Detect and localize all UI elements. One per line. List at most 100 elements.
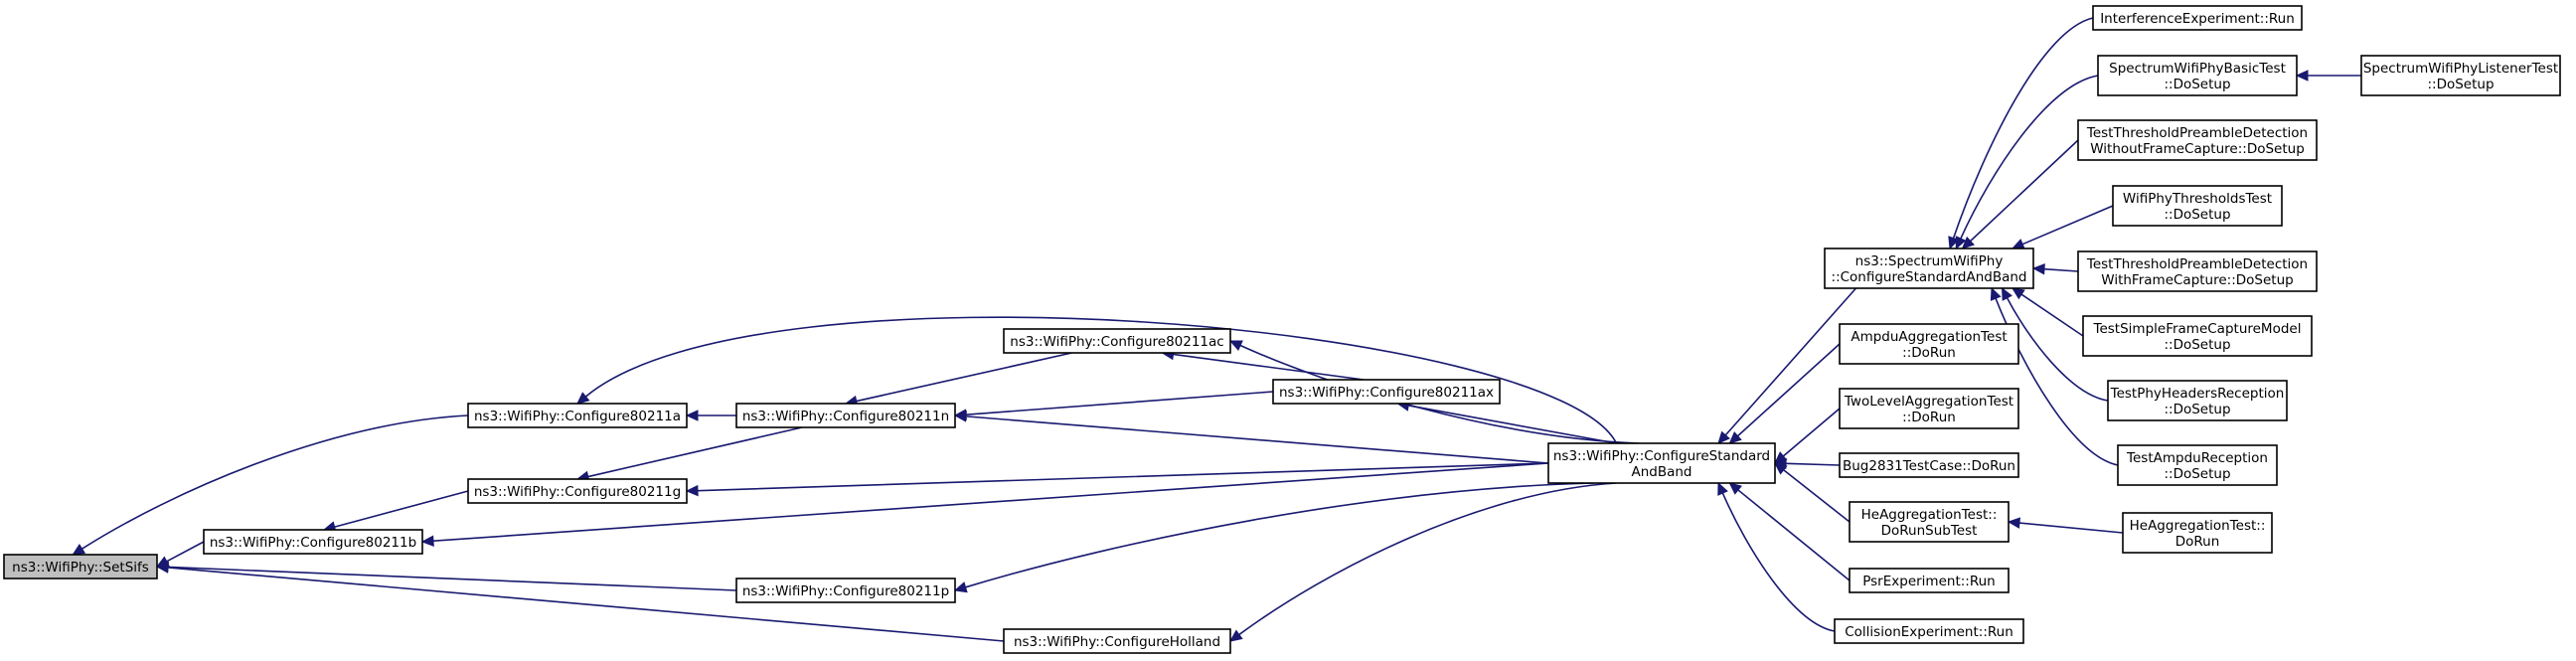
node-ampdu[interactable]: AmpduAggregationTest::DoRun bbox=[1839, 323, 2019, 365]
node-label-ampdureception-line-1: ::DoSetup bbox=[2164, 466, 2230, 482]
node-twolevel[interactable]: TwoLevelAggregationTest::DoRun bbox=[1839, 388, 2019, 429]
node-label-heagg_run-line-0: HeAggregationTest:: bbox=[2130, 518, 2266, 534]
node-label-c80211ac-line-0: ns3::WifiPhy::Configure80211ac bbox=[1010, 334, 1223, 350]
node-label-spectrumbasic-line-1: ::DoSetup bbox=[2164, 77, 2230, 92]
arrowhead-c80211n-to-c80211a bbox=[685, 410, 699, 421]
edge-bug2831-to-csab bbox=[1785, 462, 1841, 466]
node-label-phyheaders-line-0: TestPhyHeadersReception bbox=[2110, 386, 2285, 402]
node-box-heagg_sub bbox=[1849, 501, 2010, 543]
arrowhead-simplecapture-to-spectrum bbox=[2011, 287, 2025, 300]
node-bug2831[interactable]: Bug2831TestCase::DoRun bbox=[1839, 452, 2019, 478]
arrowhead-csab-to-c80211ac bbox=[1228, 340, 1243, 351]
arrowhead-csab-to-c80211n bbox=[953, 411, 967, 422]
arrowhead-csab-to-c80211g bbox=[685, 484, 699, 497]
edge-c80211n-to-c80211g bbox=[587, 426, 803, 478]
node-label-c80211n-line-0: ns3::WifiPhy::Configure80211n bbox=[742, 409, 949, 424]
node-spectrumbasic[interactable]: SpectrumWifiPhyBasicTest::DoSetup bbox=[2097, 55, 2298, 96]
node-c80211ac[interactable]: ns3::WifiPhy::Configure80211ac bbox=[1003, 328, 1231, 354]
node-box-spectrumlistener bbox=[2360, 55, 2561, 96]
edge-ampdu-to-csab bbox=[1737, 343, 1841, 437]
arrowhead-ampdu-to-csab bbox=[1728, 431, 1742, 444]
node-spectrum[interactable]: ns3::SpectrumWifiPhy::ConfigureStandardA… bbox=[1824, 248, 2034, 289]
node-label-tpd_without-line-1: WithoutFrameCapture::DoSetup bbox=[2090, 141, 2305, 157]
node-label-phyheaders-line-1: ::DoSetup bbox=[2164, 402, 2230, 417]
arrowhead-c80211a-to-setsifs bbox=[72, 543, 86, 556]
node-tpd_without[interactable]: TestThresholdPreambleDetectionWithoutFra… bbox=[2077, 119, 2318, 161]
node-label-spectrumlistener-line-1: ::DoSetup bbox=[2427, 77, 2494, 92]
arrowhead-thresholds-to-spectrum bbox=[2011, 239, 2025, 249]
node-label-cholland-line-0: ns3::WifiPhy::ConfigureHolland bbox=[1014, 634, 1220, 650]
node-label-twolevel-line-0: TwoLevelAggregationTest bbox=[1844, 394, 2013, 410]
node-box-twolevel bbox=[1839, 388, 2019, 429]
arrowhead-csab-to-cholland bbox=[1229, 629, 1243, 642]
node-box-interference bbox=[2092, 5, 2303, 31]
node-box-spectrum bbox=[1824, 248, 2034, 289]
node-label-thresholds-line-1: ::DoSetup bbox=[2164, 207, 2230, 223]
node-label-c80211p-line-0: ns3::WifiPhy::Configure80211p bbox=[742, 583, 949, 599]
node-psr[interactable]: PsrExperiment::Run bbox=[1849, 568, 2010, 593]
edge-tpd_with-to-spectrum bbox=[2043, 267, 2079, 272]
node-tpd_with[interactable]: TestThresholdPreambleDetectionWithFrameC… bbox=[2077, 250, 2318, 292]
node-box-simplecapture bbox=[2082, 315, 2313, 357]
node-box-c80211ac bbox=[1003, 328, 1231, 354]
node-simplecapture[interactable]: TestSimpleFrameCaptureModel::DoSetup bbox=[2082, 315, 2313, 357]
edge-c80211p-to-setsifs bbox=[167, 566, 737, 591]
edge-spectrum-to-csab bbox=[1724, 287, 1857, 436]
node-label-csab-line-1: AndBand bbox=[1631, 464, 1691, 480]
node-phyheaders[interactable]: TestPhyHeadersReception::DoSetup bbox=[2107, 380, 2288, 421]
edge-c80211ax-to-c80211n bbox=[965, 391, 1274, 415]
edge-c80211a-to-setsifs bbox=[81, 414, 469, 550]
nodes-layer: ns3::WifiPhy::SetSifsns3::WifiPhy::Confi… bbox=[3, 5, 2561, 654]
node-c80211p[interactable]: ns3::WifiPhy::Configure80211p bbox=[735, 578, 956, 603]
node-thresholds[interactable]: WifiPhyThresholdsTest::DoSetup bbox=[2112, 185, 2283, 227]
node-label-ampdu-line-1: ::DoRun bbox=[1902, 345, 1956, 361]
arrowhead-csab-to-c80211a bbox=[576, 392, 590, 405]
node-box-heagg_run bbox=[2122, 512, 2273, 554]
node-interference[interactable]: InterferenceExperiment::Run bbox=[2092, 5, 2303, 31]
node-box-bug2831 bbox=[1839, 452, 2019, 478]
arrowhead-phyheaders-to-spectrum bbox=[2001, 286, 2012, 301]
node-c80211g[interactable]: ns3::WifiPhy::Configure80211g bbox=[467, 478, 688, 504]
node-box-tpd_without bbox=[2077, 119, 2318, 161]
arrowhead-tpd_without-to-spectrum bbox=[1961, 236, 1975, 249]
node-c80211b[interactable]: ns3::WifiPhy::Configure80211b bbox=[203, 529, 423, 555]
arrowhead-spectrumlistener-to-spectrumbasic bbox=[2295, 70, 2309, 82]
node-c80211ax[interactable]: ns3::WifiPhy::Configure80211ax bbox=[1272, 379, 1501, 405]
node-box-cholland bbox=[1003, 628, 1231, 654]
edge-csab-to-c80211g bbox=[697, 462, 1549, 492]
node-heagg_sub[interactable]: HeAggregationTest::DoRunSubTest bbox=[1849, 501, 2010, 543]
node-label-setsifs-line-0: ns3::WifiPhy::SetSifs bbox=[12, 560, 149, 576]
node-label-interference-line-0: InterferenceExperiment::Run bbox=[2100, 11, 2295, 27]
arrowhead-collision-to-csab bbox=[1717, 481, 1728, 496]
edge-thresholds-to-spectrum bbox=[2021, 205, 2114, 246]
arrowhead-csab-to-c80211p bbox=[953, 581, 968, 593]
node-label-psr-line-0: PsrExperiment::Run bbox=[1862, 574, 1995, 589]
node-label-spectrum-line-0: ns3::SpectrumWifiPhy bbox=[1855, 253, 2004, 269]
edge-heagg_run-to-heagg_sub bbox=[2018, 522, 2124, 534]
node-c80211a[interactable]: ns3::WifiPhy::Configure80211a bbox=[467, 403, 688, 428]
node-collision[interactable]: CollisionExperiment::Run bbox=[1834, 618, 2024, 644]
node-cholland[interactable]: ns3::WifiPhy::ConfigureHolland bbox=[1003, 628, 1231, 654]
node-label-c80211b-line-0: ns3::WifiPhy::Configure80211b bbox=[210, 535, 416, 551]
node-c80211n[interactable]: ns3::WifiPhy::Configure80211n bbox=[735, 403, 956, 428]
edge-c80211ac-to-c80211n bbox=[856, 352, 1072, 403]
node-csab[interactable]: ns3::WifiPhy::ConfigureStandardAndBand bbox=[1547, 442, 1776, 484]
edge-csab-to-c80211ax bbox=[1408, 405, 1617, 444]
node-ampdureception[interactable]: TestAmpduReception::DoSetup bbox=[2117, 444, 2278, 486]
node-label-thresholds-line-0: WifiPhyThresholdsTest bbox=[2123, 191, 2272, 207]
arrowhead-spectrumbasic-to-spectrum bbox=[1955, 236, 1967, 250]
edge-tpd_without-to-spectrum bbox=[1970, 139, 2079, 243]
node-label-spectrumbasic-line-0: SpectrumWifiPhyBasicTest bbox=[2109, 61, 2286, 77]
node-heagg_run[interactable]: HeAggregationTest::DoRun bbox=[2122, 512, 2273, 554]
node-box-thresholds bbox=[2112, 185, 2283, 227]
node-label-tpd_with-line-1: WithFrameCapture::DoSetup bbox=[2101, 272, 2293, 288]
node-label-heagg_sub-line-0: HeAggregationTest:: bbox=[1861, 507, 1998, 523]
edge-c80211ax-to-c80211ac bbox=[1173, 353, 1365, 381]
edges-layer bbox=[72, 17, 2361, 642]
node-spectrumlistener[interactable]: SpectrumWifiPhyListenerTest::DoSetup bbox=[2360, 55, 2561, 96]
arrowhead-tpd_with-to-spectrum bbox=[2031, 263, 2045, 275]
node-setsifs[interactable]: ns3::WifiPhy::SetSifs bbox=[3, 554, 158, 579]
edge-csab-to-c80211a bbox=[584, 316, 1618, 444]
arrowhead-spectrum-to-csab bbox=[1717, 430, 1730, 444]
